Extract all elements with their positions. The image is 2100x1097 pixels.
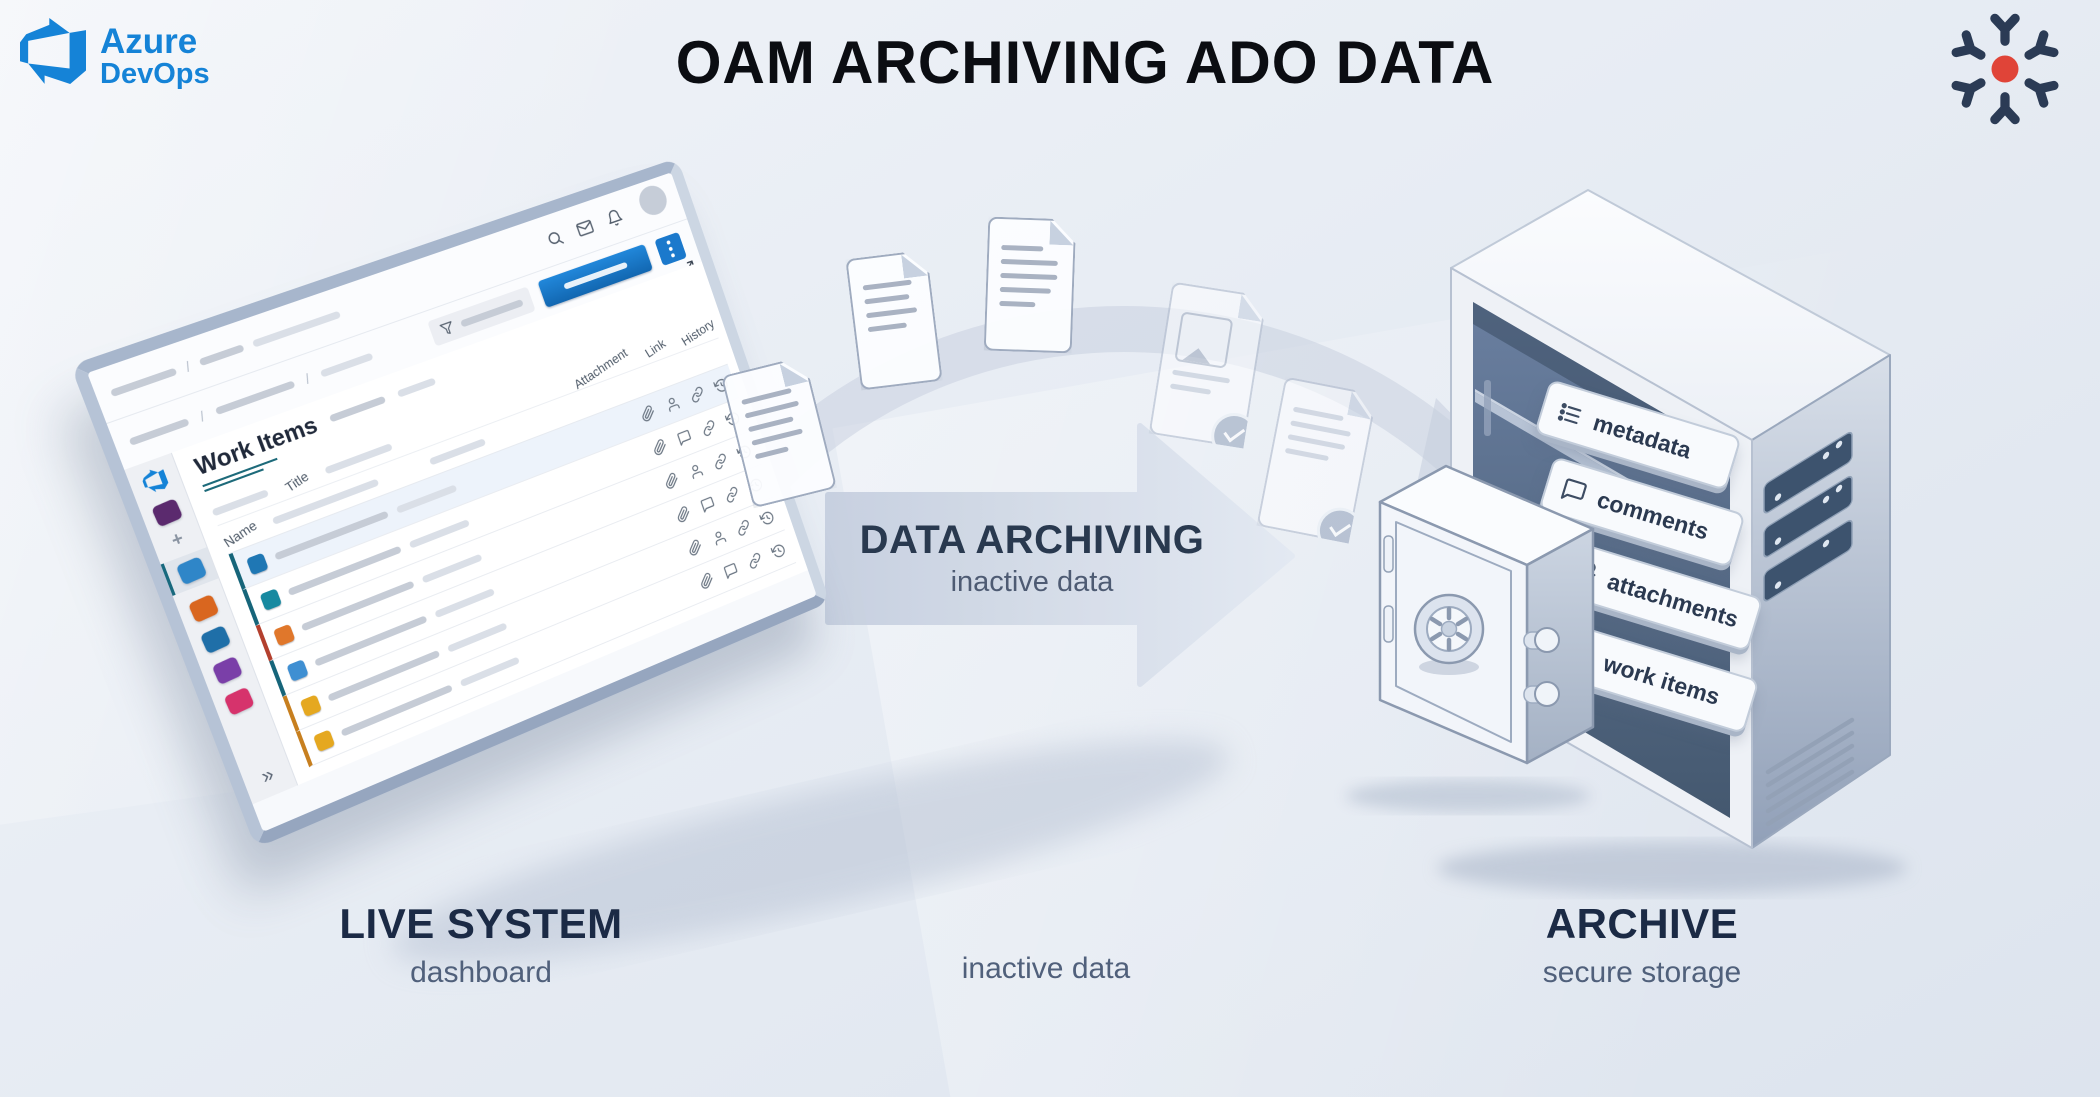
brand-name-line2: DevOps	[100, 57, 210, 90]
button-label-placeholder	[563, 261, 629, 290]
placeholder-bar	[128, 417, 190, 446]
test-plans-icon[interactable]	[211, 655, 244, 686]
work-item-type-icon	[259, 587, 282, 611]
work-items-icon[interactable]	[175, 556, 208, 586]
placeholder-bar	[251, 310, 341, 348]
placeholder-bar	[319, 352, 374, 378]
azure-devops-logo-icon[interactable]	[139, 465, 171, 496]
archive-card-metadata: metadata	[1534, 378, 1742, 492]
pipelines-icon[interactable]	[199, 624, 232, 655]
user-icon	[710, 528, 728, 548]
paperclip-icon	[1571, 562, 1596, 584]
breadcrumb-separator: /	[197, 407, 207, 425]
boards-icon[interactable]	[151, 498, 184, 528]
rack-slots	[1763, 431, 1853, 602]
caption-live-system: LIVE SYSTEM dashboard	[291, 900, 671, 990]
paperclip-icon	[662, 471, 681, 491]
comment-icon	[1560, 478, 1587, 500]
caption-subtitle: dashboard	[410, 956, 552, 989]
placeholder-bar	[328, 395, 386, 423]
sidebar-collapse-button[interactable]: »	[258, 763, 278, 789]
link-icon	[700, 418, 718, 438]
placeholder-bar	[459, 298, 524, 328]
placeholder-bar	[408, 518, 470, 549]
bell-icon[interactable]	[604, 207, 625, 229]
placeholder-bar	[396, 377, 436, 398]
link-icon	[746, 551, 764, 571]
page-title: OAM ARCHIVING ADO DATA	[675, 29, 1495, 96]
link-icon	[723, 485, 741, 505]
placeholder-bar	[459, 656, 520, 687]
comment-icon	[699, 495, 717, 515]
search-icon[interactable]	[544, 227, 566, 249]
comment-icon	[675, 428, 694, 448]
history-icon	[770, 541, 788, 561]
caption-subtitle: inactive data	[961, 952, 1131, 985]
list-icon	[1557, 403, 1582, 425]
cabinet-vents	[1765, 717, 1855, 827]
cabinet-shadow	[1437, 842, 1907, 894]
caption-subtitle: secure storage	[1542, 956, 1742, 989]
paperclip-icon	[639, 404, 658, 424]
link-icon	[735, 518, 753, 538]
paperclip-icon	[651, 437, 670, 457]
placeholder-bar	[198, 343, 245, 366]
cabinet-side-face	[1751, 354, 1891, 849]
work-item-type-icon	[299, 693, 322, 717]
placeholder-bar	[214, 379, 296, 415]
caption-archive: ARCHIVE secure storage	[1452, 900, 1832, 990]
azure-devops-logo-icon	[20, 18, 86, 84]
placeholder-bar	[395, 483, 458, 514]
breadcrumb-separator: /	[302, 370, 313, 387]
breadcrumb-separator: /	[182, 357, 193, 375]
caption-title: ARCHIVE	[1545, 900, 1739, 947]
paperclip-icon	[698, 571, 716, 591]
document-icon	[984, 217, 1077, 354]
image-placeholder	[1174, 311, 1233, 368]
avatar[interactable]	[635, 182, 671, 219]
work-item-type-icon	[286, 658, 309, 682]
paperclip-icon	[674, 504, 693, 524]
clock-icon	[1569, 644, 1592, 666]
work-item-type-icon	[272, 623, 296, 647]
work-item-type-icon	[245, 552, 269, 575]
flow-arrow-sublabel: inactive data	[950, 566, 1114, 598]
brand-name-line1: Azure	[100, 22, 198, 61]
filter-icon	[439, 320, 457, 338]
network-node-icon	[1951, 13, 2059, 125]
caption-inactive-data: inactive data	[856, 952, 1236, 986]
flow-arrow-label: DATA ARCHIVING	[859, 518, 1205, 562]
artifacts-icon[interactable]	[223, 686, 255, 717]
cabinet-inner-highlight	[1484, 380, 1491, 436]
more-options-button[interactable]	[654, 231, 688, 267]
link-icon	[688, 385, 707, 405]
comment-icon	[722, 561, 740, 581]
user-icon	[687, 461, 706, 481]
paperclip-icon	[686, 538, 705, 558]
mail-icon[interactable]	[574, 217, 596, 239]
repos-icon[interactable]	[187, 593, 220, 624]
caption-title: LIVE SYSTEM	[339, 900, 623, 947]
work-item-type-icon	[312, 728, 336, 752]
link-icon	[711, 452, 729, 472]
azure-devops-logo: Azure DevOps	[20, 18, 210, 89]
add-icon[interactable]: +	[168, 527, 187, 551]
history-icon	[759, 508, 777, 528]
placeholder-bar	[109, 367, 178, 397]
column-header-link[interactable]: Link	[641, 335, 668, 361]
user-icon	[663, 394, 682, 414]
